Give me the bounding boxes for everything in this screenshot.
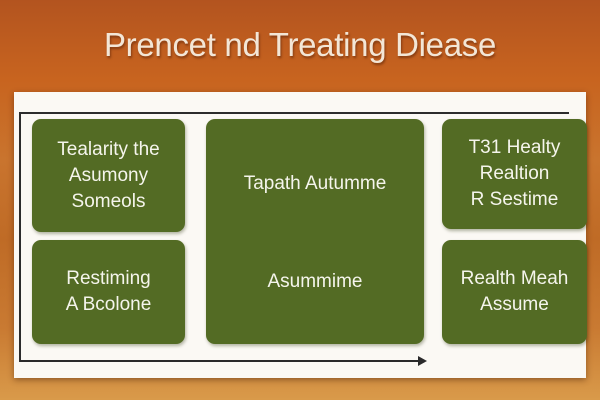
- bottom-axis-line: [20, 360, 420, 362]
- diagram-panel: Tealarity the Asumony Someols Restiming …: [14, 92, 587, 378]
- box-bottom-right: Realth Meah Assume: [442, 240, 587, 344]
- box-center-top-text: Tapath Autumme: [243, 173, 387, 194]
- box-center-bottom-text: Asummime: [267, 271, 363, 292]
- box-top-left: Tealarity the Asumony Someols: [32, 119, 185, 232]
- box-bottom-left: Restiming A Bcolone: [32, 240, 185, 344]
- box-bottom-left-text: Restiming A Bcolone: [65, 268, 152, 315]
- box-center: Tapath Autumme Asummime: [206, 119, 424, 344]
- box-top-left-text: Tealarity the Asumony Someols: [57, 138, 160, 212]
- box-top-right-text: T31 Healty Realtion R Sestime: [468, 137, 561, 210]
- left-frame-line: [19, 112, 21, 362]
- box-top-right: T31 Healty Realtion R Sestime: [442, 119, 587, 229]
- diagram-title: Prencet nd Treating Diease: [103, 26, 497, 63]
- box-bottom-right-text: Realth Meah Assume: [460, 268, 569, 315]
- arrow-head-icon: [418, 356, 427, 366]
- top-frame-line: [19, 112, 569, 114]
